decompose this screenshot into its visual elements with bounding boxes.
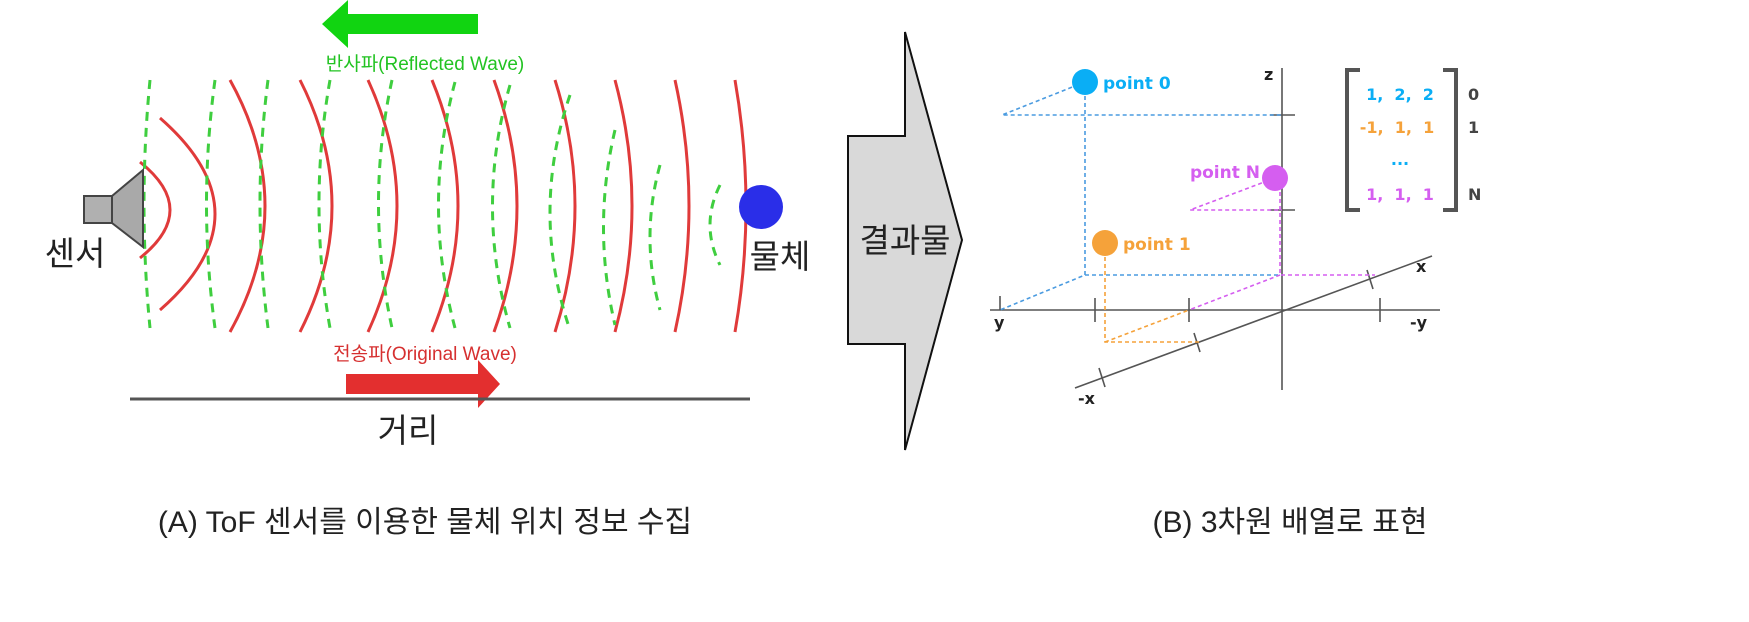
original-wave-label: 전송파(Original Wave) [333,343,517,365]
reflected-wave-arc [491,84,512,329]
sensor-icon [83,167,144,250]
caption-b: (B) 3차원 배열로 표현 [1153,506,1428,539]
matrix: 1, 2, 2 -1, 1, 1 ... 1, 1, 1 0 1 N [1345,68,1481,212]
original-wave-arc [366,79,399,333]
point-0-marker [1072,69,1098,95]
matrix-index-1: 1 [1468,118,1479,137]
reflected-wave-arc [377,79,394,329]
original-wave-arc [139,160,172,260]
reflected-wave-arc [708,184,722,266]
point-n-marker [1262,165,1288,191]
reflected-wave-arc [648,164,662,311]
point-1-marker [1092,230,1118,256]
matrix-index-0: 0 [1468,85,1479,104]
projection-lines [999,81,1375,343]
result-label: 결과물 [859,222,950,259]
object-label: 물체 [750,238,811,275]
reflected-wave-arc [142,79,152,329]
matrix-row-1: -1, 1, 1 [1360,118,1434,137]
reflected-wave-arc [548,94,572,331]
point-1-label: point 1 [1123,235,1191,255]
matrix-row-0: 1, 2, 2 [1366,85,1434,104]
original-wave-arc [553,79,577,333]
caption-a: (A) ToF 센서를 이용한 물체 위치 정보 수집 [158,506,692,539]
axis-label-x: x [1416,257,1427,276]
reflected-wave-arc [602,129,617,326]
original-wave-arc [673,79,691,333]
reflected-wave-label: 반사파(Reflected Wave) [326,53,525,75]
point-n-label: point N [1190,163,1260,183]
axis-label-z: z [1264,65,1273,84]
original-wave-arc [228,79,267,333]
axis-label-neg-x: -x [1078,389,1096,408]
original-wave-arc [298,79,334,333]
panel-b: z y -y x -x point 0 point 1 point N 1, 2… [990,65,1481,539]
original-wave-arrow [346,360,500,408]
reflected-wave-arc [317,79,332,329]
panel-a: 반사파(Reflected Wave) 센서 물체 전송파(Original W… [45,0,811,539]
original-wave-arc [159,116,217,312]
axes [990,68,1440,390]
sensor-label: 센서 [45,235,106,272]
distance-label: 거리 [378,412,439,449]
result-arrow: 결과물 [847,31,964,451]
wave-field [139,79,748,333]
reflected-wave-arrow [322,0,478,48]
reflected-wave-arc [437,81,457,329]
original-wave-arc [613,79,634,333]
matrix-row-ellipsis: ... [1391,150,1409,169]
axis-label-y: y [994,313,1005,332]
original-wave-arc [430,79,460,333]
axis-label-neg-y: -y [1410,313,1428,332]
original-wave-arc [492,79,519,333]
object-icon [739,185,783,229]
matrix-index-n: N [1468,185,1481,204]
point-0-label: point 0 [1103,74,1171,94]
matrix-row-n: 1, 1, 1 [1366,185,1434,204]
